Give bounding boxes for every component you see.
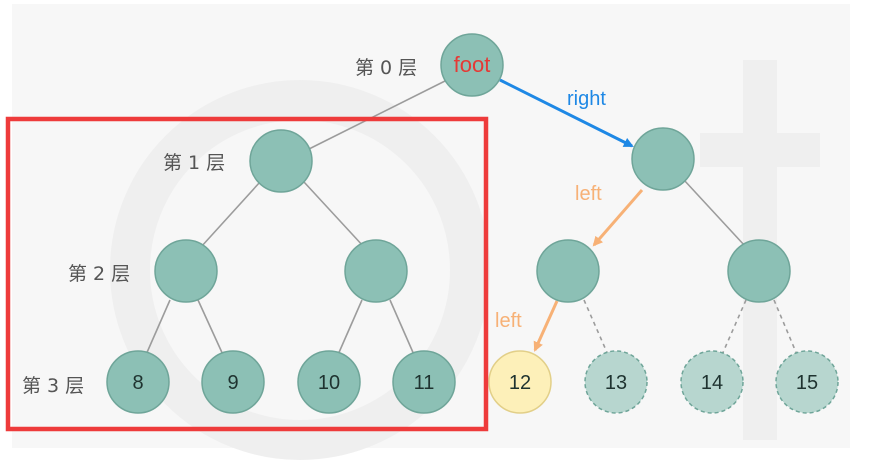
leaf-label: 15 (796, 372, 818, 394)
level-label-3: 第 3 层 (22, 375, 84, 397)
root-node (440, 33, 504, 97)
left-arrow-label-1: left (575, 183, 602, 205)
left-arrow-label-2: left (495, 310, 522, 332)
right-arrow-label: right (567, 88, 606, 110)
level2-node (536, 239, 600, 303)
leaf-label: 8 (132, 372, 143, 394)
leaf-label: 12 (509, 372, 531, 394)
leaf-node (201, 350, 265, 414)
leaf-node-dashed (584, 350, 648, 414)
leaf-label: 14 (701, 372, 723, 394)
edge (144, 299, 171, 358)
edge (197, 299, 225, 358)
left-arrow-2 (533, 300, 559, 352)
left-subtree-highlight-frame (5, 116, 489, 432)
level2-node (344, 239, 408, 303)
tree-nodes (106, 33, 839, 414)
leaf-label: 10 (318, 372, 340, 394)
level-label-1: 第 1 层 (163, 152, 225, 174)
edge (389, 299, 416, 358)
edge (336, 299, 363, 358)
leaf-node-dashed (775, 350, 839, 414)
edge (200, 181, 261, 248)
tree-edges (144, 80, 746, 358)
root-label: foot (454, 52, 491, 77)
dashed-edge (583, 299, 610, 358)
edge-root-left (306, 80, 446, 151)
leaf-node (297, 350, 361, 414)
edge (683, 179, 746, 247)
level2-node (154, 239, 218, 303)
level2-node (727, 239, 791, 303)
level1-node-left (249, 129, 313, 193)
right-arrow (499, 78, 634, 148)
leaf-label: 11 (414, 372, 435, 394)
leaf-node-highlighted (488, 350, 552, 414)
level1-node-right (631, 127, 695, 191)
level-label-2: 第 2 层 (68, 263, 130, 285)
watermark-shape (110, 80, 490, 460)
dashed-edge (773, 299, 799, 358)
left-arrow-1 (592, 189, 644, 247)
leaf-node (106, 350, 170, 414)
leaf-label: 13 (605, 372, 627, 394)
leaf-node-dashed (680, 350, 744, 414)
dashed-edges (583, 299, 799, 358)
level-label-0: 第 0 层 (355, 57, 417, 79)
leaf-node (392, 350, 456, 414)
leaf-label: 9 (227, 372, 238, 394)
dashed-edge (720, 299, 747, 358)
edge (303, 181, 365, 248)
